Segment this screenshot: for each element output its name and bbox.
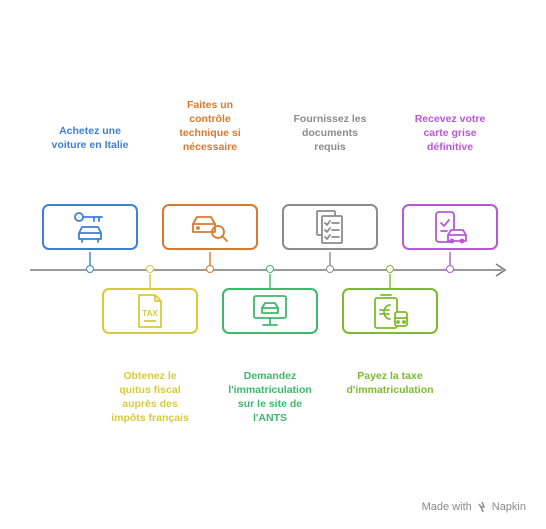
made-with-napkin-footer[interactable]: Made with Napkin <box>422 501 526 513</box>
timeline-dot-taxe <box>386 265 394 273</box>
timeline-dot-documents <box>326 265 334 273</box>
napkin-brand-text: Napkin <box>491 501 526 513</box>
tax-document-icon: TAX <box>138 294 162 328</box>
euro-payment-icon <box>374 294 408 329</box>
monitor-car-icon <box>253 295 287 326</box>
documents-icon <box>316 210 343 244</box>
step-box-controle <box>162 204 258 250</box>
napkin-logo-icon <box>478 501 485 513</box>
step-box-documents <box>282 204 378 250</box>
step-label-quitus: Obtenez le quitus fiscal auprès des impô… <box>111 370 189 424</box>
car-search-icon <box>192 216 228 242</box>
timeline-dot-ants <box>266 265 274 273</box>
timeline-dot-quitus <box>146 265 154 273</box>
timeline-dot-controle <box>206 265 214 273</box>
key-car-icon <box>74 212 103 243</box>
step-box-carte <box>402 204 498 250</box>
svg-text:TAX: TAX <box>142 309 158 318</box>
phone-car-icon <box>435 211 467 244</box>
step-label-documents: Fournissez les documents requis <box>293 113 367 153</box>
step-label-buy: Achetez une voiture en Italie <box>51 125 129 151</box>
step-box-buy <box>42 204 138 250</box>
step-label-controle: Faites un contrôle technique si nécessai… <box>179 99 241 153</box>
step-box-quitus: TAX <box>102 288 198 334</box>
step-label-taxe: Payez la taxe d'immatriculation <box>346 370 434 396</box>
made-with-text: Made with <box>421 501 472 513</box>
step-box-ants <box>222 288 318 334</box>
step-label-carte: Recevez votre carte grise définitive <box>414 113 486 153</box>
step-box-taxe <box>342 288 438 334</box>
step-label-ants: Demandez l'immatriculation sur le site d… <box>228 370 312 424</box>
timeline-dot-carte <box>446 265 454 273</box>
timeline-dot-buy <box>86 265 94 273</box>
